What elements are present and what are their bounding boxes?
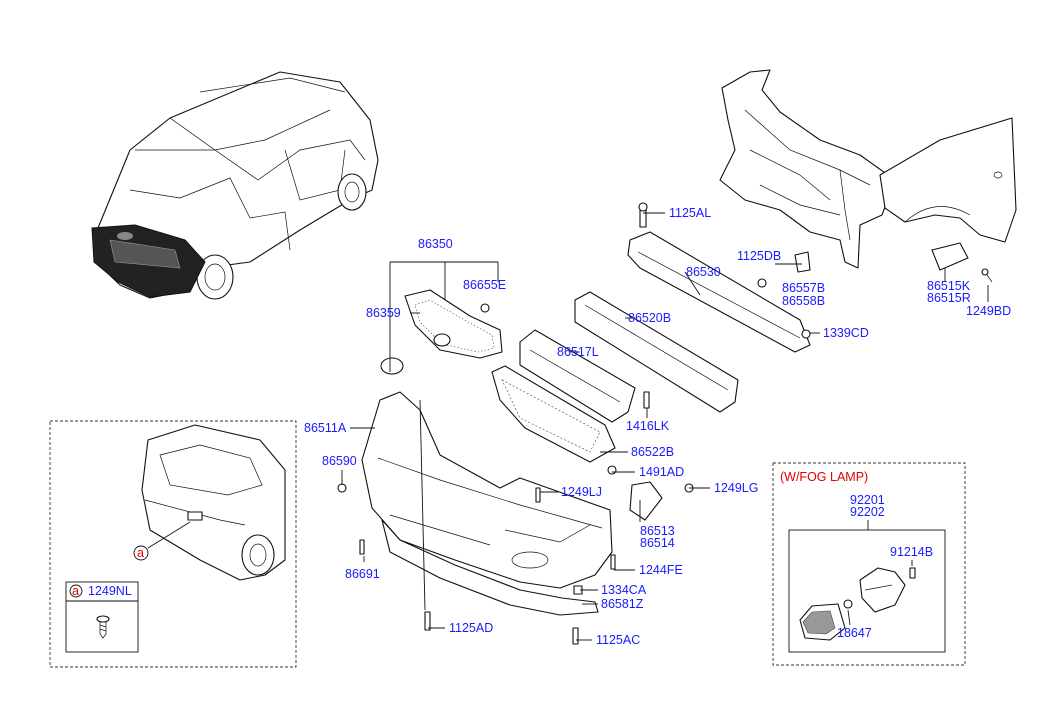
label-1249bd: 1249BD <box>966 304 1011 318</box>
label-1125db: 1125DB <box>737 249 781 263</box>
fog-lamp-title: (W/FOG LAMP) <box>780 470 868 484</box>
label-18647: 18647 <box>837 626 872 640</box>
label-86350: 86350 <box>418 237 453 251</box>
label-86558b: 86558B <box>782 294 825 308</box>
label-86514: 86514 <box>640 536 675 550</box>
bumper-bracket-86517l <box>519 329 636 423</box>
emblem-86359 <box>380 357 404 375</box>
radiator-grille-86350 <box>404 289 503 359</box>
label-86359: 86359 <box>366 306 401 320</box>
label-1125al: 1125AL <box>669 206 711 220</box>
label-86520b: 86520B <box>628 311 671 325</box>
label-86515r: 86515R <box>927 291 971 305</box>
label-86513: 86513 <box>640 524 675 538</box>
label-1339cd: 1339CD <box>823 326 869 340</box>
label-1125ad: 1125AD <box>449 621 493 635</box>
label-92202: 92202 <box>850 505 885 519</box>
screw-icon <box>96 615 110 639</box>
leader-lines <box>341 212 989 641</box>
front-body-panel <box>719 69 896 269</box>
vehicle-front-view <box>91 71 379 300</box>
part-marker-a: a <box>72 584 79 598</box>
label-86517l: 86517L <box>557 345 599 359</box>
label-1244fe: 1244FE <box>639 563 683 577</box>
label-1249lj: 1249LJ <box>561 485 602 499</box>
fog-lamp-cover-86513 <box>629 481 663 521</box>
bumper-lip-86581z <box>381 519 599 616</box>
label-86557b: 86557B <box>782 281 825 295</box>
bracket-86515k <box>931 242 969 271</box>
label-1416lk: 1416LK <box>626 419 670 433</box>
fog-lamp-inset: (W/FOG LAMP) 92201 92202 91214B 18647 <box>772 462 966 666</box>
label-86691: 86691 <box>345 567 380 581</box>
label-1491ad: 1491AD <box>639 465 684 479</box>
reinforcement-beam-86530 <box>627 231 811 353</box>
inset-marker-a: a <box>137 546 144 560</box>
front-fender <box>879 117 1017 243</box>
label-86515k: 86515K <box>927 279 971 293</box>
label-92201: 92201 <box>850 493 885 507</box>
label-86522b: 86522B <box>631 445 674 459</box>
label-86530: 86530 <box>686 265 721 279</box>
label-1249lg: 1249LG <box>714 481 758 495</box>
label-86581z: 86581Z <box>601 597 644 611</box>
energy-absorber-86520b <box>574 291 739 413</box>
lower-grille-86522b <box>491 365 616 463</box>
label-1125ac: 1125AC <box>596 633 640 647</box>
label-1249nl: 1249NL <box>88 584 132 598</box>
rear-view-inset: a a 1249NL <box>49 420 297 668</box>
label-86655e: 86655E <box>463 278 506 292</box>
label-86511a: 86511A <box>304 421 347 435</box>
label-86590: 86590 <box>322 454 357 468</box>
label-91214b: 91214B <box>890 545 933 559</box>
label-1334ca: 1334CA <box>601 583 647 597</box>
